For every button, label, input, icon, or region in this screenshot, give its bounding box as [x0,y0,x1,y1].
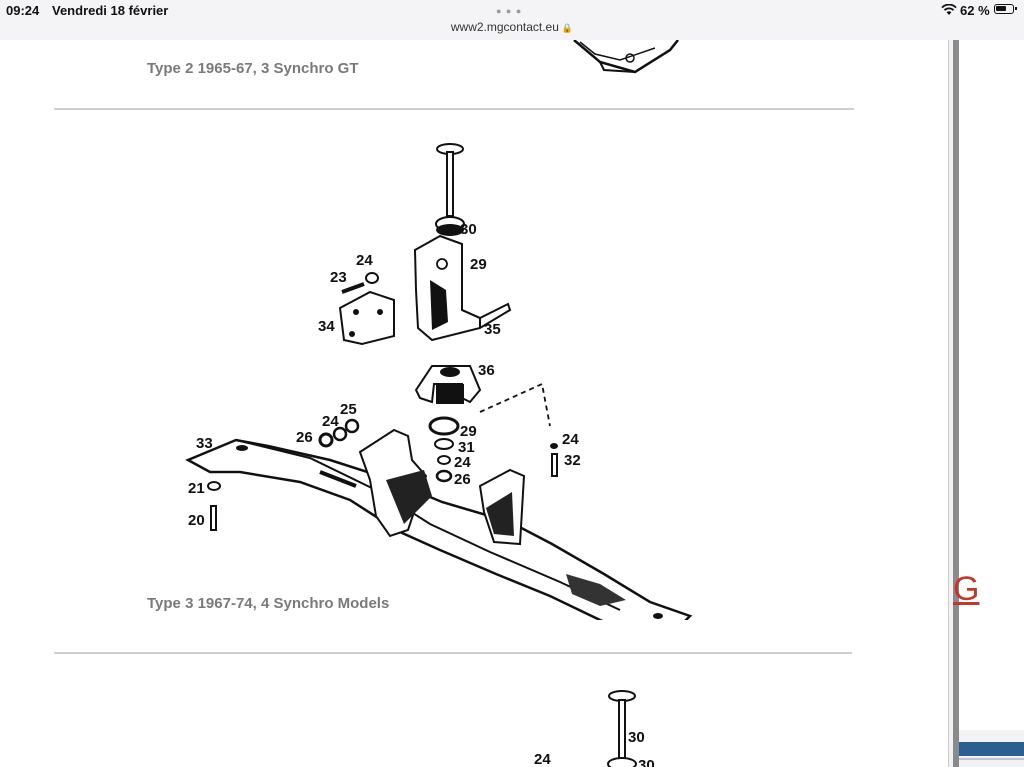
wifi-icon [941,4,957,15]
adjacent-page-barline [959,758,1024,760]
small-washers-icon [318,418,360,448]
part-label-26b: 26 [454,471,471,488]
bracket-35-icon [413,234,512,342]
next-diagram-fragment: 30 24 30 [534,690,655,767]
plate-34-icon [338,290,395,346]
next-label-24: 24 [534,751,551,767]
part-label-24b: 24 [322,413,339,430]
part-label-24c: 24 [454,454,471,471]
adjacent-page-letter[interactable]: G [953,570,980,608]
status-date: Vendredi 18 février [52,3,169,18]
rubber-29-top-icon [435,216,465,236]
bolt-32-icon [550,443,558,477]
part-label-23: 23 [330,269,347,286]
url-text: www2.mgcontact.eu [450,20,559,34]
part-label-21: 21 [188,480,205,497]
part-label-20: 20 [188,512,205,529]
lock-icon: 🔒 [561,23,574,33]
part-label-29: 29 [470,256,487,273]
part-label-24d: 24 [562,431,579,448]
caption-type2: Type 2 1965-67, 3 Synchro GT [147,60,359,77]
part-label-25: 25 [340,401,357,418]
part-label-30: 30 [460,221,477,238]
bolt-23-icon [341,272,379,294]
adjacent-page-pane[interactable]: G [948,40,1024,767]
part-label-29b: 29 [460,423,477,440]
adjacent-page-card [959,40,1024,730]
divider [54,652,852,654]
part-label-34: 34 [318,318,335,335]
previous-diagram-fragment [573,40,679,74]
divider [54,108,854,110]
address-bar[interactable]: www2.mgcontact.eu🔒 [0,20,1024,34]
part-label-33: 33 [196,435,213,452]
next-label-30: 30 [628,729,645,746]
part-label-31: 31 [458,439,475,456]
part-label-36: 36 [478,362,495,379]
mount-36-icon [414,365,482,404]
caption-type3: Type 3 1967-74, 4 Synchro Models [147,595,390,612]
assembly-guide-line [479,382,551,427]
part-label-26: 26 [296,429,313,446]
crossmember-icon [185,428,693,620]
web-page: Type 2 1965-67, 3 Synchro GT [0,40,948,767]
washer-stack-icon [428,416,460,483]
battery-icon [994,4,1017,14]
part-label-32: 32 [564,452,581,469]
exploded-mount-diagram: 30 29 24 23 34 35 36 25 24 26 29 31 24 2… [185,143,693,620]
next-label-30b: 30 [638,757,655,767]
part-label-24: 24 [356,252,373,269]
bolt-30-icon [436,143,464,217]
status-bar: 09:24 Vendredi 18 février ● ● ● www2.mgc… [0,0,1024,41]
adjacent-page-bar [959,742,1024,756]
part-label-35: 35 [484,321,501,338]
bolt-20-icon [207,481,221,531]
pane-shadow [953,40,959,767]
battery-percent: 62 % [960,3,990,18]
status-time: 09:24 [6,3,40,18]
multitasking-dots-icon[interactable]: ● ● ● [496,6,523,16]
